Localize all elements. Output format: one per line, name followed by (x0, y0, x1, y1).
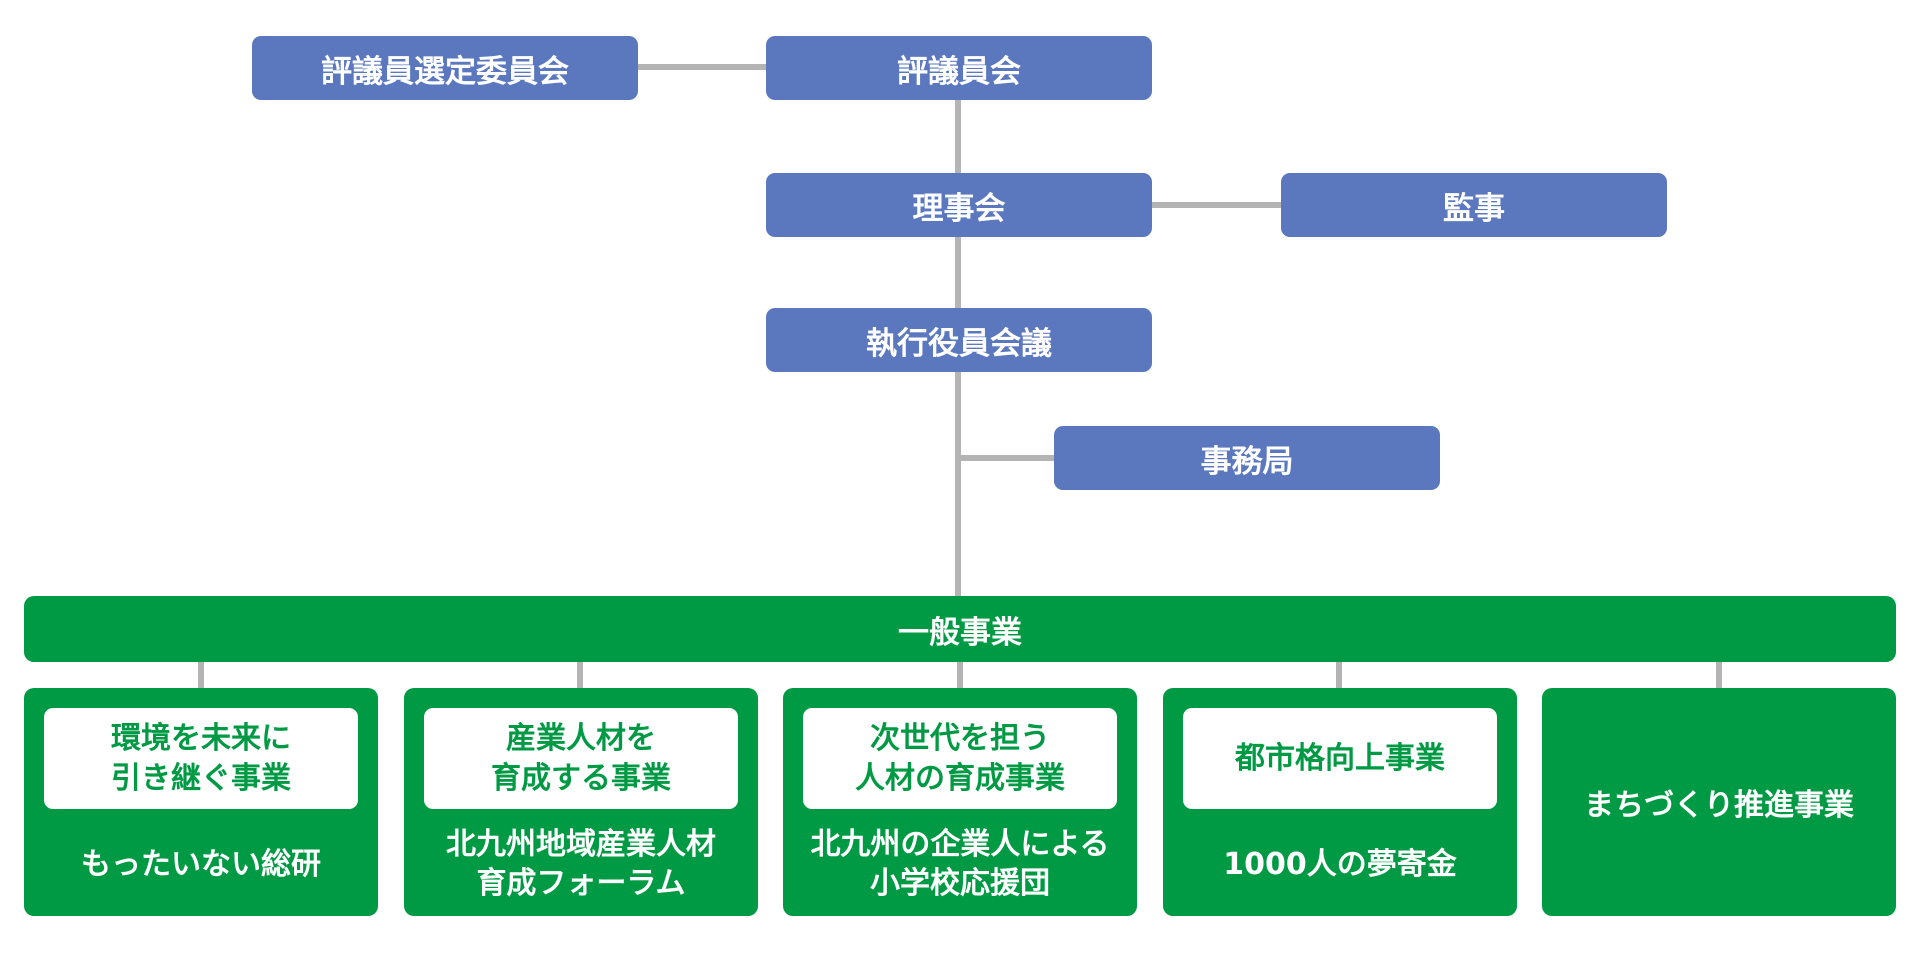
program-title: 産業人材を 育成する事業 (424, 708, 738, 809)
connector-program-4 (1336, 660, 1342, 690)
program-title-line: まちづくり推進事業 (1584, 788, 1854, 823)
connector-program-3 (957, 660, 963, 690)
program-title: 環境を未来に 引き継ぐ事業 (44, 708, 358, 809)
program-subtitle-line: 北九州地域産業人材 (446, 827, 716, 862)
program-subtitle-line: 育成フォーラム (476, 866, 686, 901)
connector-secretariat (958, 455, 1055, 461)
connector-program-5 (1716, 660, 1722, 690)
connector-board-auditor (1151, 202, 1281, 208)
selection-committee-box: 評議員選定委員会 (252, 36, 638, 100)
program-title-line: 引き継ぐ事業 (111, 760, 291, 796)
program-card: 環境を未来に 引き継ぐ事業 もったいない総研 (24, 688, 378, 916)
program-subtitle-line: 1000人の夢寄金 (1223, 846, 1457, 882)
program-title-line: 産業人材を (506, 720, 656, 756)
program-card: 次世代を担う 人材の育成事業 北九州の企業人による 小学校応援団 (783, 688, 1137, 916)
board-box: 理事会 (766, 173, 1152, 237)
program-card: 都市格向上事業 1000人の夢寄金 (1163, 688, 1517, 916)
program-title: まちづくり推進事業 (1542, 688, 1896, 916)
program-subtitle-line: もったいない総研 (81, 846, 321, 882)
program-title-line: 育成する事業 (491, 760, 671, 796)
program-title-line: 都市格向上事業 (1235, 740, 1445, 776)
councillors-box: 評議員会 (766, 36, 1152, 100)
secretariat-box: 事務局 (1054, 426, 1440, 490)
program-subtitle-line: 小学校応援団 (870, 866, 1050, 901)
program-subtitle: 北九州の企業人による 小学校応援団 (789, 818, 1131, 910)
connector-program-2 (577, 660, 583, 690)
program-title-line: 環境を未来に (111, 720, 291, 756)
program-title: 次世代を担う 人材の育成事業 (803, 708, 1117, 809)
program-title-line: 次世代を担う (870, 720, 1050, 756)
program-subtitle: 北九州地域産業人材 育成フォーラム (410, 818, 752, 910)
program-title: 都市格向上事業 (1183, 708, 1497, 809)
connector-selection-councillors (636, 64, 766, 70)
auditor-box: 監事 (1281, 173, 1667, 237)
program-subtitle: 1000人の夢寄金 (1169, 818, 1511, 910)
program-card: 産業人材を 育成する事業 北九州地域産業人材 育成フォーラム (404, 688, 758, 916)
program-title-line: 人材の育成事業 (855, 760, 1065, 796)
executive-meeting-box: 執行役員会議 (766, 308, 1152, 372)
program-subtitle: もったいない総研 (30, 818, 372, 910)
general-business-bar: 一般事業 (24, 596, 1896, 662)
program-subtitle-line: 北九州の企業人による (810, 827, 1110, 862)
connector-program-1 (198, 660, 204, 690)
program-card: まちづくり推進事業 (1542, 688, 1896, 916)
